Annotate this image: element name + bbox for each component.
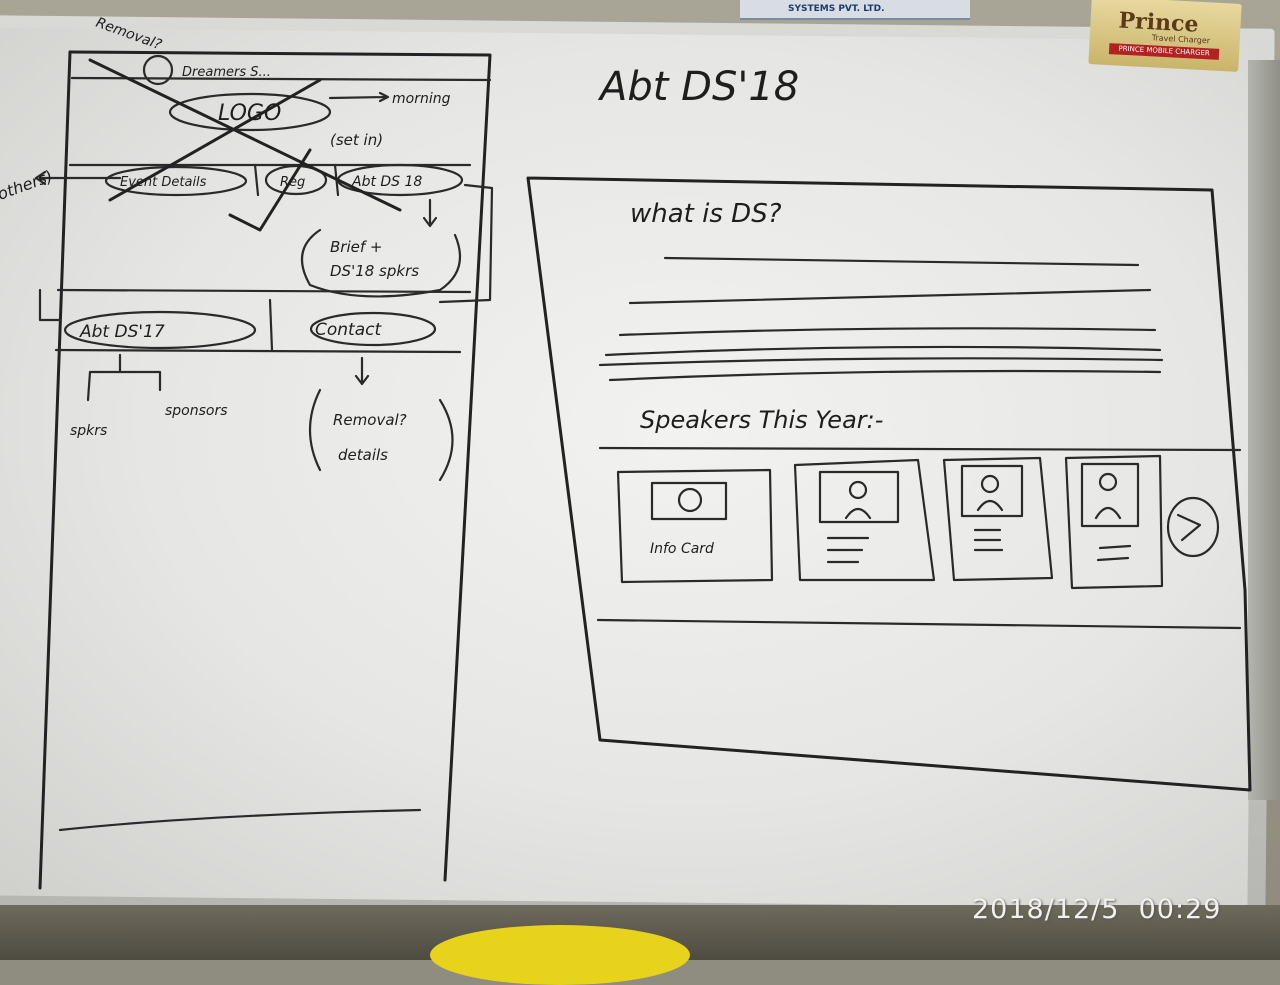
cards-line-bottom bbox=[596, 618, 1242, 630]
person-icon bbox=[848, 480, 868, 500]
speaker-card-2 bbox=[793, 458, 936, 582]
bottom-nav-abt: Abt DS'17 bbox=[79, 322, 165, 342]
brief-bracket bbox=[438, 183, 494, 304]
side-note-top: Removal? bbox=[94, 15, 165, 54]
arrow-left-bracket bbox=[38, 288, 62, 322]
bottom-pill-1 bbox=[63, 310, 257, 350]
right-title: Abt DS'18 bbox=[597, 64, 799, 110]
text-line-2 bbox=[628, 288, 1152, 305]
left-wireframe: Removal? others) Dreamers S... LOGO morn… bbox=[0, 15, 494, 890]
brief-line-2: DS'18 spkrs bbox=[330, 262, 419, 280]
contact-arrow bbox=[354, 356, 370, 386]
phone-outline-left bbox=[38, 50, 72, 890]
paper-strip: SYSTEMS PVT. LTD. bbox=[740, 0, 970, 20]
sub-tree bbox=[86, 353, 162, 402]
sub-spkrs: spkrs bbox=[70, 423, 107, 439]
person-icon bbox=[980, 474, 1000, 494]
footer-line bbox=[58, 808, 422, 832]
brief-bubble bbox=[300, 228, 462, 298]
contact-detail-2: details bbox=[338, 446, 388, 464]
logo-note: morning bbox=[392, 91, 451, 107]
speaker-card-1: Info Card bbox=[616, 468, 774, 584]
nav-line-mid bbox=[56, 288, 472, 294]
bottom-nav-contact: Contact bbox=[315, 320, 382, 340]
sub-sponsors: sponsors bbox=[165, 403, 228, 419]
marker-tray bbox=[1248, 60, 1280, 800]
bottom-nav-divider bbox=[268, 298, 274, 352]
speakers-heading: Speakers This Year:- bbox=[640, 406, 883, 434]
right-wireframe: Abt DS'18 what is DS? Speakers This Year… bbox=[526, 64, 1252, 792]
person-icon bbox=[1098, 472, 1118, 492]
setin-text: (set in) bbox=[330, 131, 383, 149]
phone-outline-right bbox=[68, 50, 492, 882]
logo-text: LOGO bbox=[218, 101, 281, 126]
brief-line-1: Brief + bbox=[330, 238, 382, 256]
text-line-1 bbox=[663, 256, 1140, 267]
info-card-label: Info Card bbox=[650, 541, 714, 557]
nav-line-bottom bbox=[54, 348, 462, 354]
logo-ellipse bbox=[168, 92, 332, 132]
logo-arrow bbox=[328, 91, 390, 103]
question-text: what is DS? bbox=[630, 199, 782, 229]
paper-text: SYSTEMS PVT. LTD. bbox=[788, 4, 885, 14]
whiteboard-sketch: Removal? others) Dreamers S... LOGO morn… bbox=[0, 15, 1252, 890]
photo-timestamp: 2018/12/5 00:29 bbox=[972, 894, 1222, 925]
cards-line-top bbox=[598, 446, 1242, 452]
bottom-pill-2 bbox=[309, 311, 437, 347]
logo-circle-icon bbox=[142, 54, 174, 86]
yellow-object bbox=[430, 925, 690, 985]
nav-divider-1 bbox=[253, 163, 260, 197]
nav-pill-2 bbox=[264, 164, 328, 196]
text-line-block bbox=[598, 327, 1164, 382]
screen-outline bbox=[526, 176, 1252, 792]
contact-bracket bbox=[308, 388, 454, 482]
contact-detail-1: Removal? bbox=[333, 411, 407, 429]
nav-reg: Reg bbox=[280, 175, 305, 190]
speaker-card-4 bbox=[1064, 454, 1164, 590]
chevron-right-icon bbox=[1166, 496, 1220, 558]
side-note-left: others) bbox=[0, 166, 55, 203]
speaker-card-3 bbox=[942, 456, 1054, 582]
left-out-arrow bbox=[34, 170, 122, 186]
nav-pill-1 bbox=[104, 165, 248, 197]
brand-text: Dreamers S... bbox=[182, 65, 271, 80]
strike-marks bbox=[88, 58, 402, 232]
top-items: SYSTEMS PVT. LTD. bbox=[740, 0, 1140, 40]
nav-event-details: Event Details bbox=[120, 175, 207, 190]
brief-arrow bbox=[422, 198, 438, 228]
person-icon bbox=[677, 487, 703, 513]
header-line bbox=[70, 76, 492, 82]
nav-abt-ds18: Abt DS 18 bbox=[351, 174, 422, 190]
